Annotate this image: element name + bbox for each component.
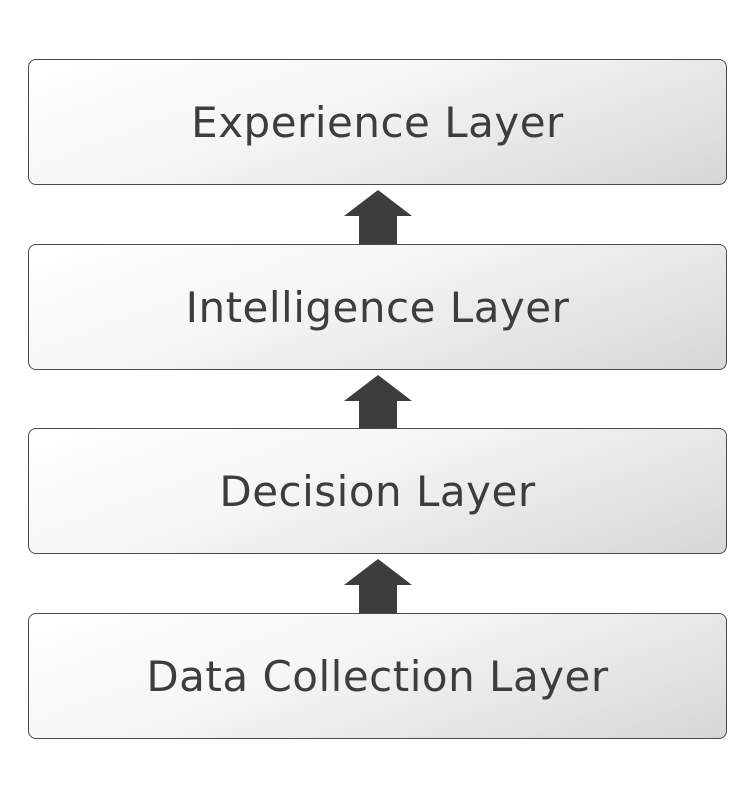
data-collection-layer-label: Data Collection Layer [146,651,609,701]
up-arrow-icon [344,375,412,429]
intelligence-layer-box: Intelligence Layer [28,244,727,370]
decision-layer-label: Decision Layer [219,466,536,516]
up-arrow-icon [344,190,412,244]
experience-layer-label: Experience Layer [191,97,564,147]
experience-layer-box: Experience Layer [28,59,727,185]
up-arrow-icon [344,559,412,613]
data-collection-layer-box: Data Collection Layer [28,613,727,739]
intelligence-layer-label: Intelligence Layer [185,282,570,332]
decision-layer-box: Decision Layer [28,428,727,554]
